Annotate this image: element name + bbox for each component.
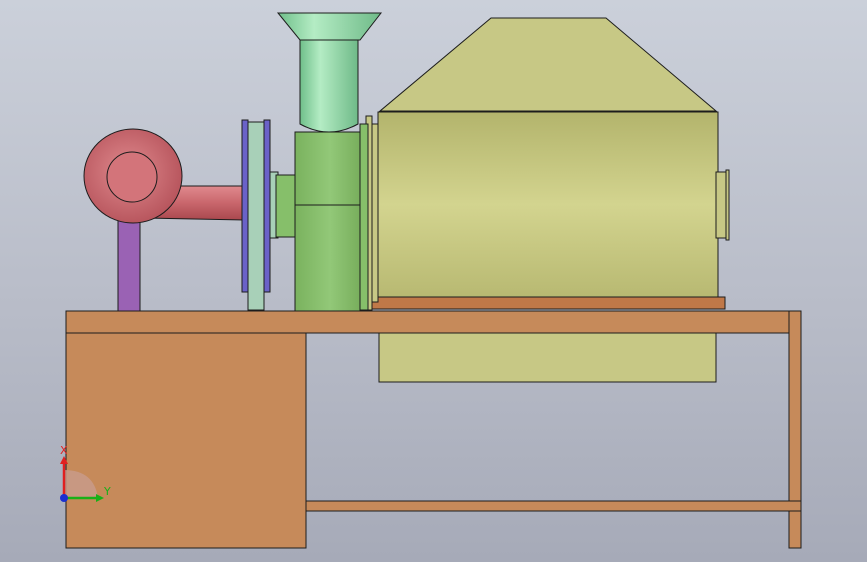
frame-left-cabinet: [65, 310, 307, 549]
z-axis-dot: [60, 494, 68, 502]
drum-base-plate: [370, 296, 726, 310]
x-axis-arrow: [60, 456, 68, 464]
frame-top-rail: [65, 310, 802, 334]
frame-right-leg: [788, 310, 802, 549]
frame: [65, 310, 802, 549]
y-axis-label: Y: [103, 485, 111, 498]
blower-fan: [83, 128, 183, 224]
feed-hopper: [276, 12, 383, 133]
support-post: [117, 219, 141, 312]
drive-pulley: [241, 119, 279, 311]
frame-bottom-rail: [305, 500, 802, 512]
hopper-throat: [299, 39, 359, 133]
blower-fan-hub: [106, 151, 158, 203]
pulley-hub: [247, 121, 265, 311]
pulley-disc: [241, 119, 249, 293]
drum-roof: [378, 17, 718, 112]
drum-lower-body: [378, 332, 717, 383]
pulley-disc-2: [263, 119, 271, 293]
y-axis-arrow: [96, 494, 104, 502]
axis-triad-plane: [64, 470, 98, 498]
x-axis-label: X: [60, 444, 68, 457]
axis-triad: X Y: [60, 444, 111, 502]
drum-main-body: [377, 111, 719, 298]
mill-housing: [275, 123, 369, 312]
hopper-funnel: [276, 12, 383, 41]
